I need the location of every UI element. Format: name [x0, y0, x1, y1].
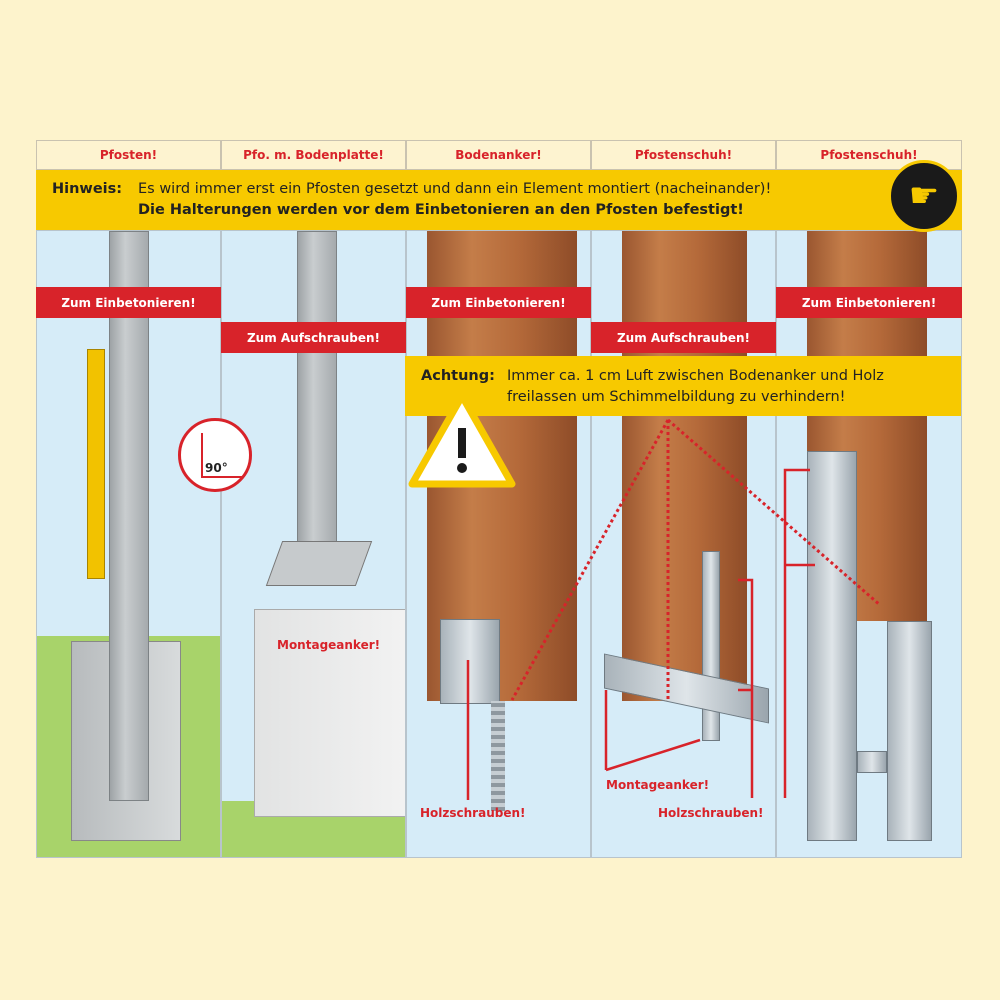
montageanker-label-p2: Montageanker!	[277, 638, 381, 652]
column-header-bodenplatte: Pfo. m. Bodenplatte!	[221, 140, 406, 170]
wooden-post	[622, 231, 747, 701]
holzschrauben-label-p3: Holzschrauben!	[420, 806, 526, 820]
mount-label-1: Zum Einbetonieren!	[36, 287, 221, 318]
hint-line-1: Es wird immer erst ein Pfosten gesetzt u…	[138, 181, 772, 197]
hint-line-2: Die Halterungen werden vor dem Einbetoni…	[138, 202, 744, 218]
metal-post	[297, 231, 337, 551]
warning-line-1: Immer ca. 1 cm Luft zwischen Bodenanker …	[507, 368, 884, 384]
mount-label-2: Zum Aufschrauben!	[221, 322, 406, 353]
ground-anchor-bracket	[440, 619, 500, 704]
mount-label-3: Zum Einbetonieren!	[406, 287, 591, 318]
mount-label-4: Zum Aufschrauben!	[591, 322, 776, 353]
holzschrauben-label-p4: Holzschrauben!	[658, 806, 764, 820]
mount-label-5: Zum Einbetonieren!	[776, 287, 962, 318]
h-anchor-right	[887, 621, 932, 841]
panel-pfosten	[36, 230, 221, 858]
h-anchor-crossbar	[857, 751, 887, 773]
column-header-bodenanker: Bodenanker!	[406, 140, 591, 170]
concrete-block	[254, 609, 405, 817]
column-header-pfosten: Pfosten!	[36, 140, 221, 170]
metal-post	[109, 231, 149, 801]
column-header-pfostenschuh-1: Pfostenschuh!	[591, 140, 776, 170]
anchor-spike	[491, 701, 505, 811]
warning-line-2: freilassen um Schimmelbildung zu verhind…	[507, 389, 846, 405]
right-angle-icon: 90°	[178, 418, 252, 492]
spirit-level	[87, 349, 105, 579]
h-anchor-left	[807, 451, 857, 841]
hint-label: Hinweis:	[52, 181, 123, 197]
warning-label: Achtung:	[421, 368, 495, 384]
montageanker-label-p4: Montageanker!	[606, 778, 710, 792]
angle-label: 90°	[205, 461, 228, 475]
hint-banner: Hinweis: Es wird immer erst ein Pfosten g…	[36, 170, 962, 230]
warning-banner: Achtung: Immer ca. 1 cm Luft zwischen Bod…	[405, 356, 961, 416]
warning-triangle-icon	[408, 392, 516, 488]
pointing-hand-icon: ☛	[888, 160, 960, 232]
